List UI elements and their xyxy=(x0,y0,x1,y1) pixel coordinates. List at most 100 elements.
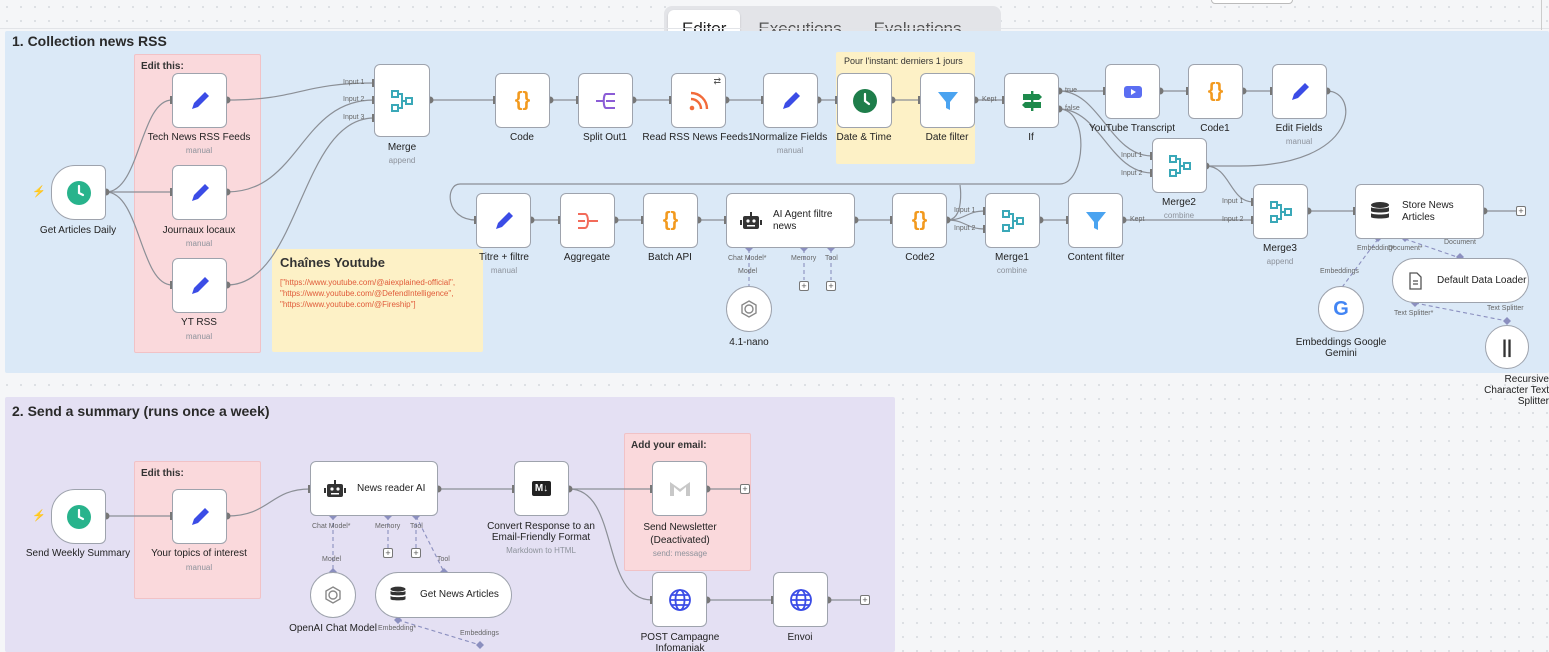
port-merge-input1: Input 1 xyxy=(343,79,365,86)
node-date-time[interactable] xyxy=(837,73,892,128)
port-nr-chat-model: Chat Model* xyxy=(312,523,351,530)
add-memory-button[interactable]: + xyxy=(799,281,809,291)
label-store-news: Store News Articles xyxy=(1402,199,1454,223)
openai-icon xyxy=(325,586,341,604)
label-titre: Titre + filtre xyxy=(479,252,529,263)
signpost-icon xyxy=(1021,90,1042,111)
node-merge2[interactable] xyxy=(1152,138,1207,193)
node-batch-api[interactable]: {} xyxy=(643,193,698,248)
port-get-news-embeddings: Embeddings xyxy=(460,630,499,637)
youtube-channel-3: "https://www.youtube.com/@Fireship"] xyxy=(280,300,416,309)
port-loader-text-splitter: Text Splitter* xyxy=(1394,310,1434,317)
code-braces-icon: {} xyxy=(514,89,531,111)
add-tool-button-2[interactable]: + xyxy=(411,548,421,558)
aggregate-icon xyxy=(577,212,598,229)
label-aggregate: Aggregate xyxy=(563,252,611,263)
code-braces-icon: {} xyxy=(1207,80,1224,102)
node-envoi[interactable] xyxy=(773,572,828,627)
port-false: false xyxy=(1065,105,1080,112)
node-convert-response[interactable]: M↓ xyxy=(514,461,569,516)
port-merge2-input2: Input 2 xyxy=(1121,170,1143,177)
label-code: Code xyxy=(510,132,534,143)
node-merge[interactable] xyxy=(374,64,430,137)
group-title-summary: 2. Send a summary (runs once a week) xyxy=(12,403,270,419)
node-normalize-fields[interactable] xyxy=(763,73,818,128)
label-date-time: Date & Time xyxy=(836,132,892,143)
refresh-icon: ⇄ xyxy=(713,76,721,86)
sticky-youtube xyxy=(272,249,483,352)
node-aggregate[interactable] xyxy=(560,193,615,248)
node-content-filter[interactable] xyxy=(1068,193,1123,248)
label-send-newsletter: Send Newsletter (Deactivated) xyxy=(643,522,717,546)
clock-icon xyxy=(66,180,91,205)
label-embeddings-google: Embeddings Google Gemini xyxy=(1295,337,1387,359)
node-merge3[interactable] xyxy=(1253,184,1308,239)
node-get-news-articles[interactable]: Get News Articles xyxy=(375,572,512,618)
node-read-rss-news-feeds[interactable]: ⇄ xyxy=(671,73,726,128)
add-tool-button[interactable]: + xyxy=(826,281,836,291)
pencil-icon xyxy=(191,91,209,109)
gmail-icon xyxy=(669,481,690,496)
node-news-reader-ai[interactable]: News reader AI xyxy=(310,461,438,516)
code-braces-icon: {} xyxy=(911,209,928,231)
label-batch-api: Batch API xyxy=(648,252,692,263)
add-after-envoi-button[interactable]: + xyxy=(860,595,870,605)
node-send-newsletter[interactable] xyxy=(652,461,707,516)
port-merge2-input1: Input 1 xyxy=(1121,152,1143,159)
add-after-store-button[interactable]: + xyxy=(1516,206,1526,216)
sticky-youtube-title: Chaînes Youtube xyxy=(280,255,385,270)
node-tech-news-rss-feeds[interactable] xyxy=(172,73,227,128)
node-if[interactable] xyxy=(1004,73,1059,128)
add-memory-button-2[interactable]: + xyxy=(383,548,393,558)
node-post-campagne[interactable] xyxy=(652,572,707,627)
sticky-instant-title: Pour l'instant: derniers 1 jours xyxy=(844,56,963,66)
add-after-newsletter-button[interactable]: + xyxy=(740,484,750,494)
node-code[interactable]: {} xyxy=(495,73,550,128)
label-get-news: Get News Articles xyxy=(420,589,499,600)
label-date-filter: Date filter xyxy=(925,132,969,143)
merge-icon xyxy=(1168,154,1191,177)
google-icon: G xyxy=(1333,297,1349,320)
port-merge-input3: Input 3 xyxy=(343,114,365,121)
sub-merge3: append xyxy=(1266,257,1294,266)
node-merge1[interactable] xyxy=(985,193,1040,248)
node-edit-fields[interactable] xyxy=(1272,64,1327,119)
node-date-filter[interactable] xyxy=(920,73,975,128)
node-topics-of-interest[interactable] xyxy=(172,489,227,544)
group-title-collection: 1. Collection news RSS xyxy=(12,33,167,49)
node-split-out1[interactable] xyxy=(578,73,633,128)
label-recursive: Recursive Character Text Splitter xyxy=(1484,374,1549,407)
node-youtube-transcript[interactable] xyxy=(1105,64,1160,119)
sticky-edit-title-1: Edit this: xyxy=(141,61,184,72)
port-true: true xyxy=(1065,87,1078,94)
code-braces-icon: {} xyxy=(662,209,679,231)
node-yt-rss[interactable] xyxy=(172,258,227,313)
port-google-embeddings: Embeddings xyxy=(1320,268,1359,275)
node-embeddings-google-gemini[interactable]: G xyxy=(1318,286,1364,332)
sub-send-newsletter: send: message xyxy=(652,549,708,558)
node-titre-filtre[interactable] xyxy=(476,193,531,248)
sticky-edit-title-2: Edit this: xyxy=(141,468,184,479)
label-post-campagne: POST Campagne Infomaniak xyxy=(640,632,720,652)
node-get-articles-daily[interactable] xyxy=(51,165,106,220)
label-send-weekly: Send Weekly Summary xyxy=(25,548,131,559)
node-journaux-locaux[interactable] xyxy=(172,165,227,220)
splitter-icon: || xyxy=(1501,336,1513,357)
rss-icon xyxy=(689,91,708,110)
globe-icon xyxy=(789,588,812,611)
label-read-rss: Read RSS News Feeds1 xyxy=(642,132,754,143)
node-default-data-loader[interactable]: Default Data Loader xyxy=(1392,258,1529,303)
node-send-weekly-summary[interactable] xyxy=(51,489,106,544)
node-openai-chat-model[interactable] xyxy=(310,572,356,618)
database-icon xyxy=(390,586,406,601)
node-code2[interactable]: {} xyxy=(892,193,947,248)
node-recursive-text-splitter[interactable]: || xyxy=(1485,325,1529,369)
node-store-news-articles[interactable]: Store News Articles xyxy=(1355,184,1484,239)
node-gpt-nano[interactable] xyxy=(726,286,772,332)
split-icon xyxy=(595,92,615,109)
node-ai-agent-filtre[interactable]: AI Agent filtre news xyxy=(726,193,855,248)
trigger-bolt-icon-2: ⚡ xyxy=(32,510,46,522)
right-panel-edge xyxy=(1541,0,1542,30)
port-store-document: Document* xyxy=(1388,245,1423,252)
node-code1[interactable]: {} xyxy=(1188,64,1243,119)
